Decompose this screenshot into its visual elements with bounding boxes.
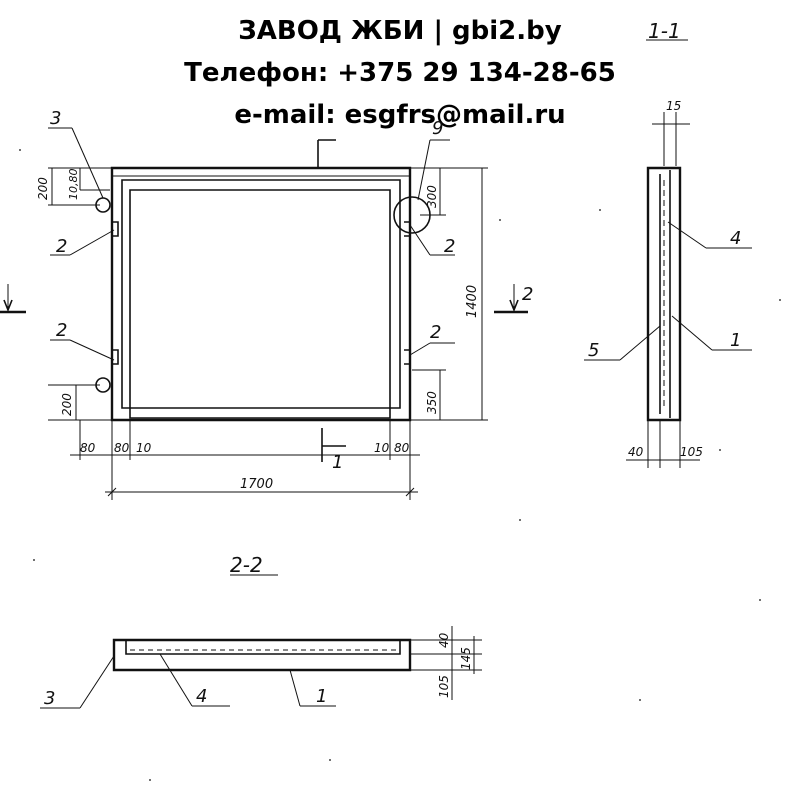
callout-4-section22: 4 (196, 686, 207, 707)
callout-3-section22: 3 (44, 688, 55, 709)
section-1-1 (584, 39, 752, 468)
dim-10-80: 10,80 (67, 169, 80, 201)
panel-outline (110, 166, 412, 422)
header-company: ЗАВОД ЖБИ | gbi2.by (238, 16, 562, 46)
dim-200-top: 200 (36, 177, 50, 200)
callout-4-section11: 4 (730, 228, 741, 249)
section-2-2 (40, 574, 482, 709)
callout-2-left-top: 2 (56, 236, 67, 257)
plan-view (0, 127, 528, 500)
dim-145: 145 (459, 647, 473, 670)
cut-label-1: 1 (332, 452, 343, 473)
header-email: e-mail: esgfrs@mail.ru (234, 100, 566, 130)
callout-5-section11: 5 (588, 340, 599, 361)
dim-105-section22: 105 (437, 675, 451, 698)
section-label-2-2: 2-2 (230, 553, 263, 577)
header: ЗАВОД ЖБИ | gbi2.by Телефон: +375 29 134… (0, 10, 800, 136)
dim-40-section11: 40 (628, 445, 644, 459)
panel-opening (129, 189, 391, 419)
callout-3-plan: 3 (50, 108, 61, 129)
dim-350: 350 (425, 391, 439, 414)
dim-80-left: 80 (80, 441, 96, 455)
callout-9: 9 (432, 118, 443, 139)
dim-105-section11: 105 (680, 445, 703, 459)
panel-inner-frame (121, 179, 401, 409)
dim-40-section22: 40 (437, 632, 451, 648)
dim-1400: 1400 (465, 285, 480, 318)
callout-2-left-bottom: 2 (56, 320, 67, 341)
callout-1-section22: 1 (316, 686, 327, 707)
cut-label-2: 2 (522, 284, 533, 305)
scan-noise (19, 119, 781, 781)
dim-1700: 1700 (240, 477, 273, 492)
header-phone: Телефон: +375 29 134-28-65 (184, 58, 616, 88)
dim-300: 300 (425, 185, 439, 208)
callout-2-right-bottom: 2 (430, 322, 441, 343)
dim-15: 15 (666, 99, 681, 113)
labels: 1-1 2-2 1 2 3 2 2 2 2 9 4 1 5 3 4 1 15 2… (36, 19, 741, 709)
section-label-1-1: 1-1 (648, 19, 681, 43)
dim-10-right: 10 (374, 441, 390, 455)
callout-1-section11: 1 (730, 330, 741, 351)
dim-10-left: 10 (136, 441, 152, 455)
callout-2-right-top: 2 (444, 236, 455, 257)
dim-80-right-edge: 80 (394, 441, 410, 455)
dim-200-bottom: 200 (60, 393, 74, 416)
dim-80-right: 80 (114, 441, 130, 455)
